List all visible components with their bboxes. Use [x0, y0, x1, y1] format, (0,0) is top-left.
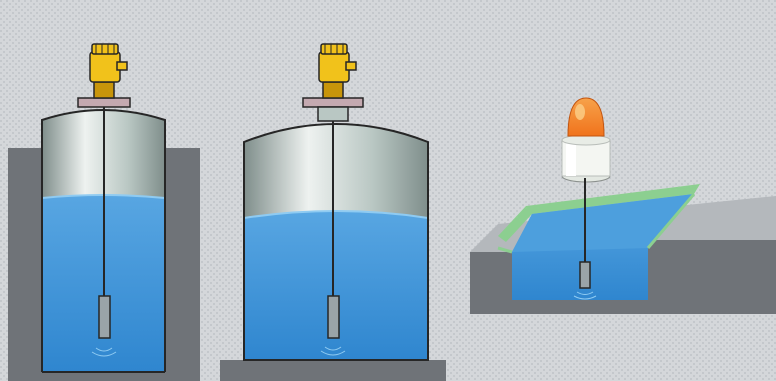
concrete-base: [470, 300, 776, 314]
probe-weight: [328, 296, 339, 338]
gas-space: [244, 124, 428, 222]
tank-neck: [318, 107, 348, 121]
ground-block: [220, 360, 446, 381]
mount-flange: [78, 98, 130, 107]
mount-flange: [303, 98, 363, 107]
probe-weight: [580, 262, 590, 288]
probe-weight: [99, 296, 110, 338]
